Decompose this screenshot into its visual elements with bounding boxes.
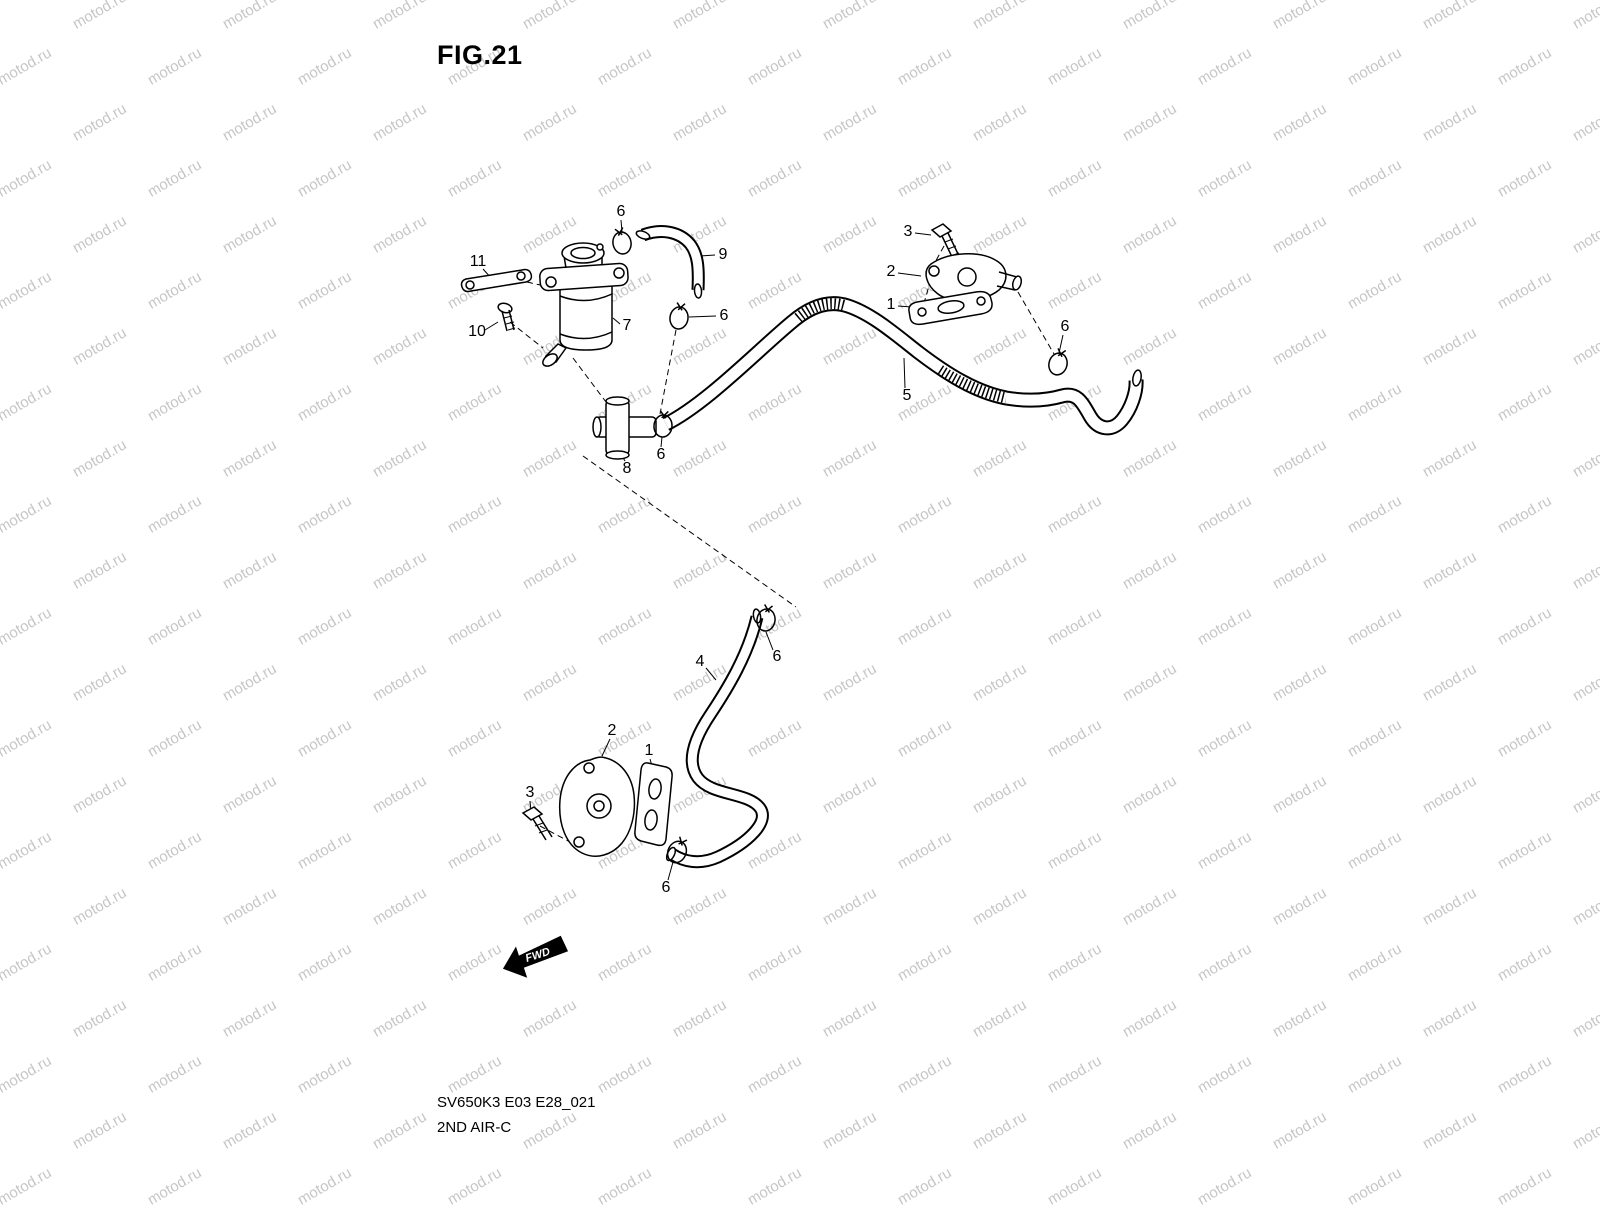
figure-title: FIG.21 (437, 40, 523, 70)
dashed-leader-lines (509, 245, 1055, 844)
clamp (1048, 348, 1068, 376)
model-code: SV650K3 E03 E28_021 (437, 1094, 596, 1111)
valve-bracket (460, 268, 533, 293)
hose-clamps (612, 227, 1068, 864)
clamp (612, 227, 632, 255)
fwd-arrow-icon: FWD (502, 935, 569, 978)
fwd-marker: FWD (498, 930, 574, 991)
clamp (666, 836, 688, 864)
control-valve (539, 242, 629, 367)
main-air-hose (662, 296, 1144, 436)
t-joint (592, 396, 657, 460)
air-valve-top-assembly (908, 223, 1023, 326)
air-valve-bottom-assembly (521, 756, 673, 857)
diagram-name: 2ND AIR-C (437, 1119, 512, 1136)
elbow-hose (635, 225, 705, 299)
clamp (756, 604, 776, 632)
footer: SV650K3 E03 E28_021 2ND AIR-C (437, 1090, 595, 1140)
bracket-screw (497, 302, 516, 332)
clamp (669, 302, 689, 330)
lower-hose (665, 608, 769, 869)
clamp (653, 410, 673, 438)
